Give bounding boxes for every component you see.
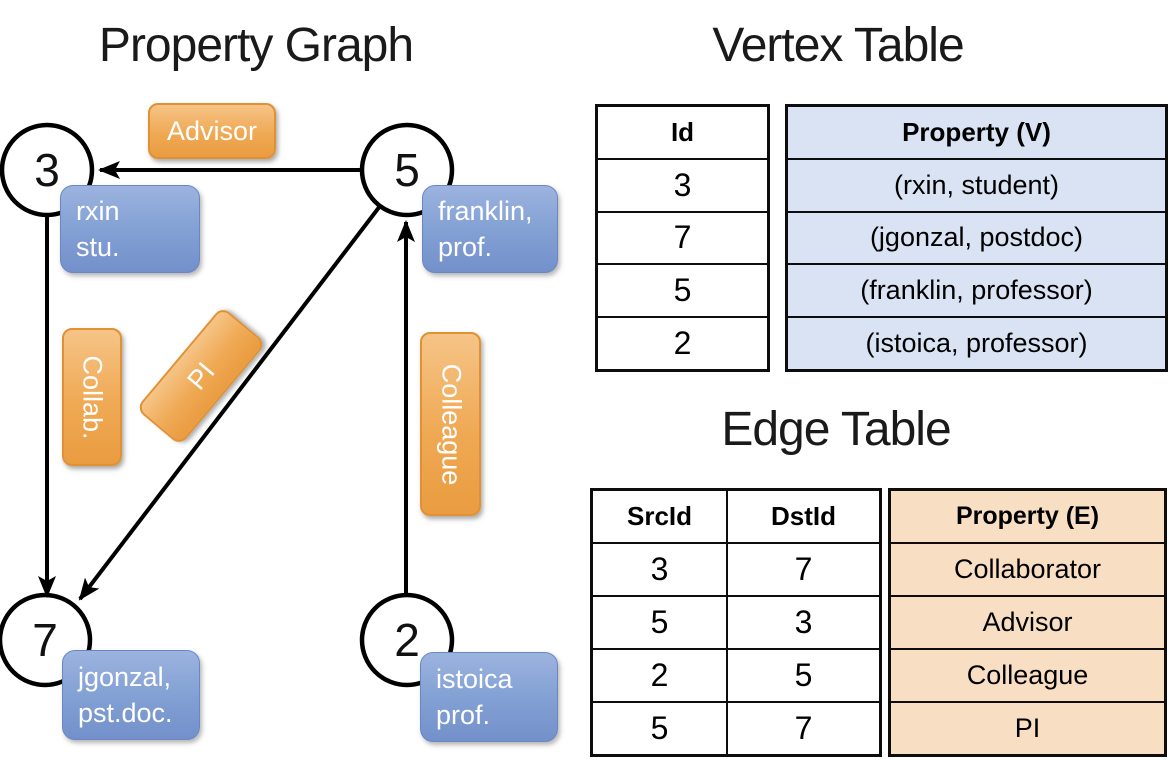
property-graph-title: Property Graph (98, 19, 414, 72)
edge-table-id-columns: SrcId DstId 3 7 5 3 2 5 5 7 (590, 488, 882, 757)
table-row: 7 (598, 213, 767, 266)
vertex-prop-box-3: rxin stu. (60, 185, 200, 273)
vertex-prop-box-5: franklin, prof. (422, 185, 558, 273)
vertex-table-header-property: Property (V) (902, 116, 1051, 147)
table-row: (istoica, professor) (865, 328, 1088, 359)
table-row: Collaborator (891, 544, 1164, 597)
node-label-5: 5 (394, 144, 420, 196)
edge-table-header-property: Property (E) (955, 502, 1100, 530)
table-row: 2 (673, 325, 692, 362)
node-label-3: 3 (34, 144, 60, 196)
edge-table-header-srcid: SrcId (626, 501, 693, 531)
table-row: 3 (598, 160, 767, 213)
table-row: Colleague (891, 650, 1164, 703)
node-label-2: 2 (394, 614, 420, 666)
table-row: (rxin, student) (788, 160, 1165, 213)
table-row: (jgonzal, postdoc) (788, 213, 1165, 266)
edge-table-title: Edge Table (721, 403, 951, 456)
edge-table-property-column: Property (E) Collaborator Advisor Collea… (888, 488, 1167, 757)
edge-table-header-dstid: DstId (726, 491, 879, 542)
edge-label-advisor: Advisor (148, 103, 276, 159)
vertex-table-property-column: Property (V) (rxin, student) (jgonzal, p… (785, 104, 1168, 372)
table-row: 2 5 (593, 650, 879, 703)
table-row: 5 (598, 265, 767, 319)
edge-label-collab: Collab. (62, 328, 122, 466)
table-row: PI (1014, 713, 1041, 743)
vertex-prop-box-2: istoica prof. (420, 652, 558, 742)
vertex-table-id-column: Id 3 7 5 2 (595, 104, 770, 372)
node-label-7: 7 (32, 614, 58, 666)
table-row: Advisor (891, 597, 1164, 650)
table-row: (franklin, professor) (788, 265, 1165, 319)
edge-pi-5-to-7 (78, 204, 382, 601)
edge-label-colleague: Colleague (420, 332, 481, 516)
table-row: 5 7 (593, 703, 879, 754)
table-row: 5 3 (593, 597, 879, 650)
table-row: 3 7 (593, 544, 879, 597)
vertex-table-title: Vertex Table (712, 19, 964, 72)
vertex-prop-box-7: jgonzal, pst.doc. (62, 650, 200, 740)
vertex-table-header-id: Id (670, 116, 695, 147)
